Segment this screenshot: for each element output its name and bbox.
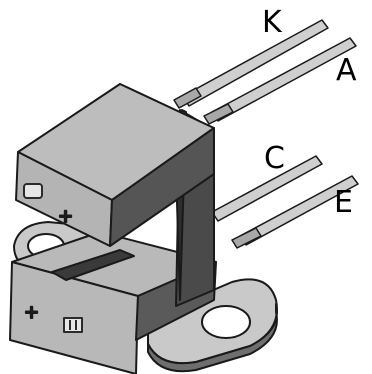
lead-pins: [173, 19, 359, 249]
right-mounting-hole: [201, 305, 251, 339]
lower-mark-plus: +: [24, 302, 39, 323]
pin-label-a: A: [336, 53, 357, 88]
pin-e-shoulder: [231, 227, 262, 249]
phototransistor-arm: +: [9, 231, 217, 374]
pin-k-shoulder: [173, 87, 202, 109]
pin-label-k: K: [262, 5, 283, 40]
pin-c: [211, 155, 323, 222]
right-mounting-tab: [147, 278, 278, 373]
upper-mark-plus: +: [58, 206, 73, 227]
pin-a-shoulder: [203, 103, 234, 125]
pin-label-c: C: [264, 141, 285, 176]
pin-label-e: E: [334, 185, 353, 220]
led-emitter-arm: +: [15, 83, 215, 247]
slot-groove: [51, 249, 135, 281]
lower-mark-window: [63, 317, 83, 333]
upper-mark-window: [23, 183, 43, 199]
